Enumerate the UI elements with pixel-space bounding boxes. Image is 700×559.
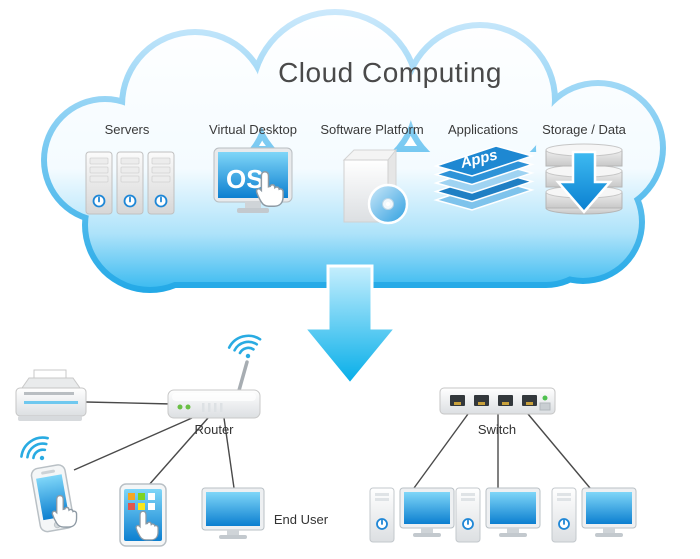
virtual-desktop-icon: OS [213, 147, 293, 213]
switch-icon [439, 387, 556, 415]
cd-disc-icon [367, 183, 409, 225]
router-icon [167, 331, 266, 419]
link-printer-router [85, 401, 173, 405]
desktop-computer-icon [369, 487, 455, 543]
smartphone-icon [16, 431, 78, 533]
tablet-app-grid [128, 493, 155, 510]
switch-ports [450, 395, 537, 406]
download-arrow-icon [555, 150, 613, 214]
link-router-tablet [147, 417, 209, 487]
link-router-monitor [223, 417, 235, 489]
switch-label: Switch [478, 422, 516, 437]
server-tower-icon [116, 151, 144, 215]
servers-label: Servers [105, 122, 150, 137]
link-switch-desktop1 [413, 413, 469, 489]
servers-icon [85, 151, 175, 215]
desktop-computer-icon [455, 487, 541, 543]
server-tower-icon [85, 151, 113, 215]
printer-icon [15, 369, 87, 421]
monitor-icon [201, 487, 265, 539]
diagram-title: Cloud Computing [278, 57, 502, 88]
end-user-label: End User [274, 512, 329, 527]
router-antenna [236, 360, 249, 396]
router-label: Router [194, 422, 234, 437]
applications-label: Applications [448, 122, 519, 137]
software-platform-icon [342, 148, 409, 225]
wifi-icon [226, 331, 266, 364]
network-links [73, 401, 591, 489]
server-tower-icon [147, 151, 175, 215]
link-router-phone [73, 417, 193, 471]
desktop-computer-icon [551, 487, 637, 543]
software-platform-label: Software Platform [320, 122, 423, 137]
storage-data-label: Storage / Data [542, 122, 627, 137]
applications-icon: Apps [433, 145, 535, 211]
big-down-arrow [300, 264, 400, 387]
wifi-icon [16, 431, 58, 471]
virtual-desktop-label: Virtual Desktop [209, 122, 297, 137]
tablet-icon [119, 483, 167, 547]
link-switch-desktop3 [527, 413, 591, 489]
storage-icon [545, 143, 623, 215]
